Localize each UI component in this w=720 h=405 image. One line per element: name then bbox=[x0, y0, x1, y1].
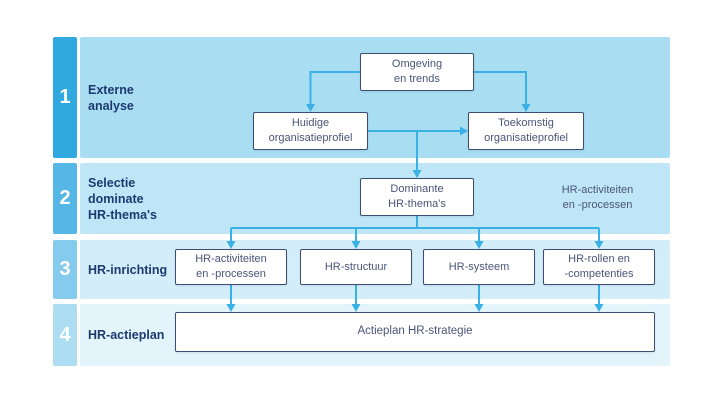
row-number-4-text: 4 bbox=[59, 323, 71, 346]
box-hr-rollen-en-competenties: HR-rollen en -competenties bbox=[543, 249, 655, 285]
row-number-2-text: 2 bbox=[59, 187, 71, 209]
row-number-1: 1 bbox=[53, 37, 77, 158]
row-number-3: 3 bbox=[53, 240, 77, 299]
row-label-hr-actieplan: HR-actieplan bbox=[88, 328, 165, 342]
row-number-2: 2 bbox=[53, 163, 77, 234]
box-actieplan-hr-strategie: Actieplan HR-strategie bbox=[175, 312, 655, 352]
box-dominante-hr-themas: Dominante HR-thema's bbox=[360, 178, 474, 216]
row-label-selectie-hr-themas: Selectie dominate HR-thema's bbox=[88, 175, 157, 222]
box-huidige-organisatieprofiel: Huidige organisatieprofiel bbox=[253, 112, 368, 150]
row-number-4: 4 bbox=[53, 304, 77, 366]
box-omgeving-en-trends: Omgeving en trends bbox=[360, 53, 474, 91]
box-toekomstig-organisatieprofiel: Toekomstig organisatieprofiel bbox=[468, 112, 584, 150]
row-label-externe-analyse: Externe analyse bbox=[88, 82, 134, 113]
row-number-3-text: 3 bbox=[59, 258, 71, 280]
row-number-1-text: 1 bbox=[59, 86, 71, 108]
note-hr-activiteiten-en-processen: HR-activiteiten en -processen bbox=[561, 184, 634, 212]
box-hr-systeem: HR-systeem bbox=[423, 249, 535, 285]
box-hr-structuur: HR-structuur bbox=[300, 249, 412, 285]
row-label-hr-inrichting: HR-inrichting bbox=[88, 262, 168, 277]
box-hr-activiteiten-en-processen: HR-activiteiten en -processen bbox=[175, 249, 287, 285]
